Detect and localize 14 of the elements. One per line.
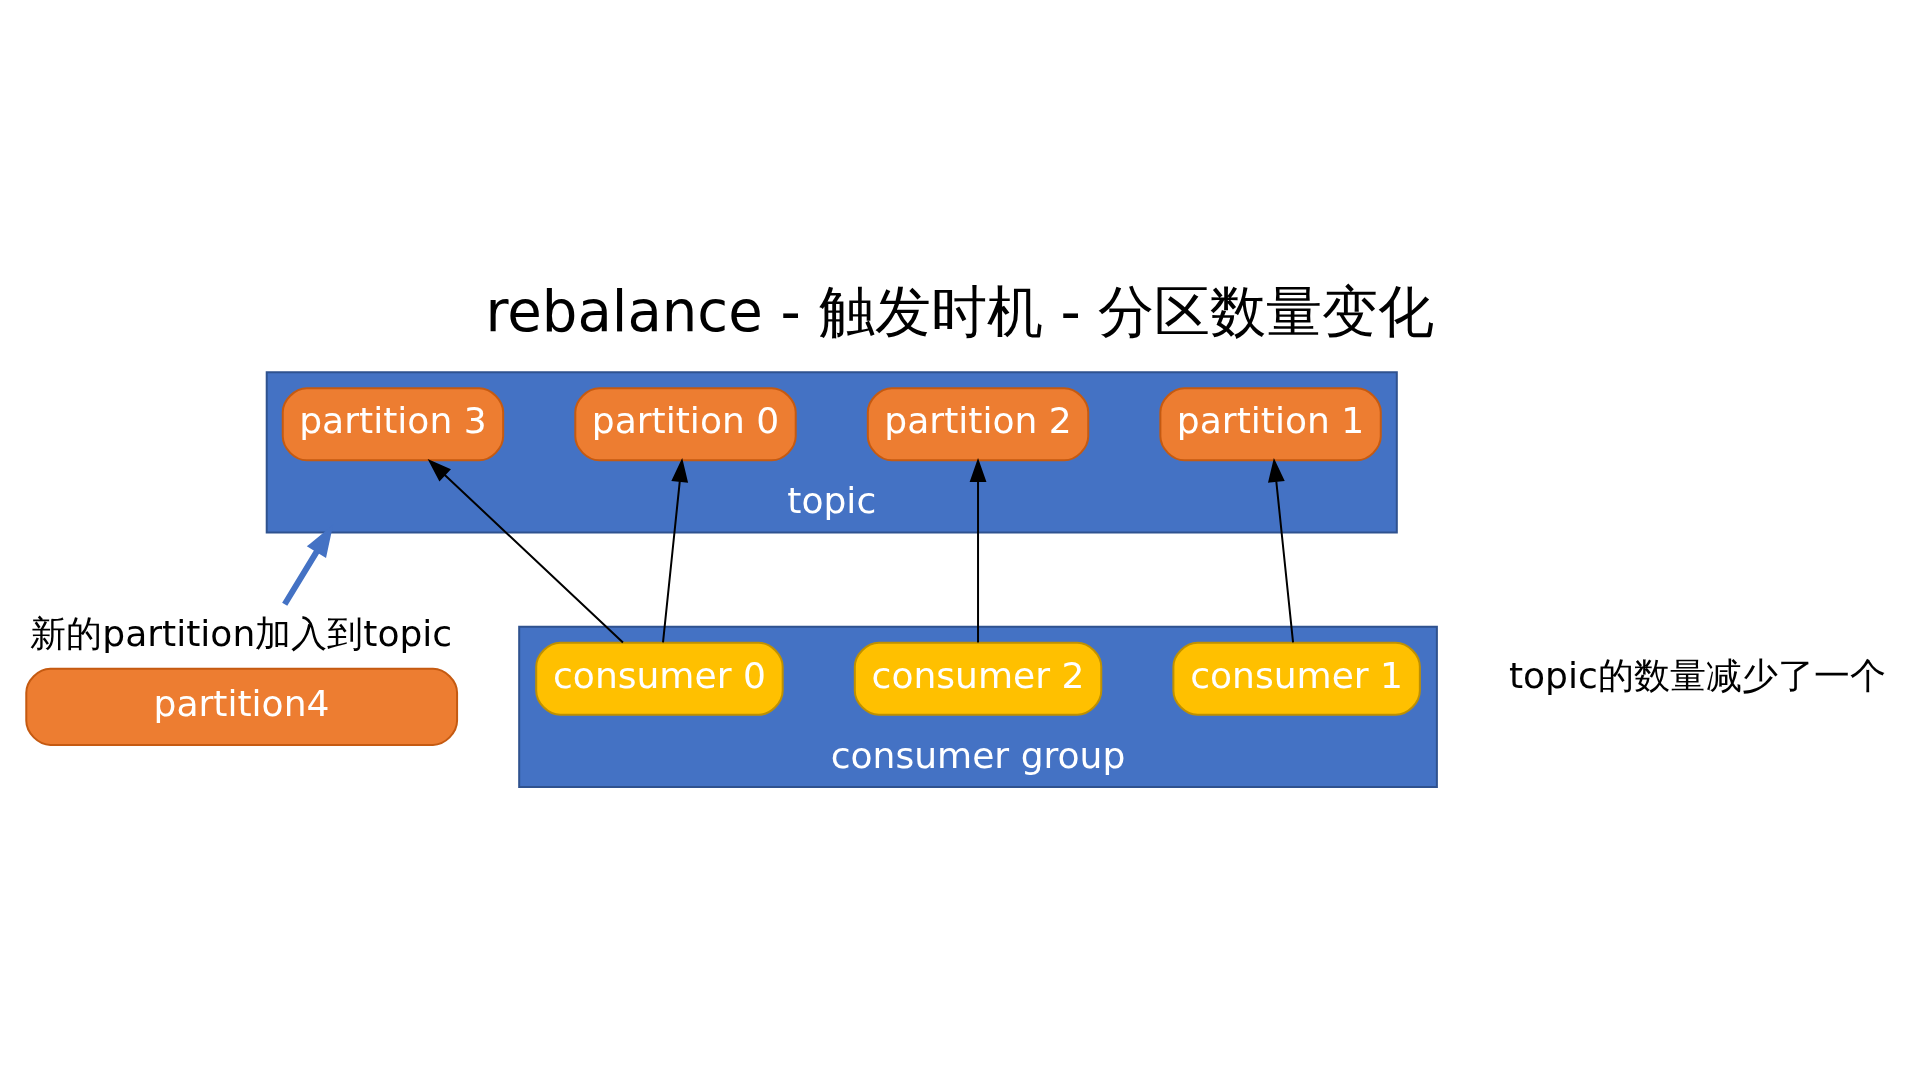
diagram-title: rebalance - 触发时机 - 分区数量变化 xyxy=(485,278,1435,344)
node-box: partition 2 xyxy=(866,386,1090,461)
arrow xyxy=(427,458,624,643)
arrow xyxy=(1267,457,1295,643)
node-box: partition 1 xyxy=(1159,386,1382,461)
arrow xyxy=(662,457,689,643)
label: topic的数量减少了一个 xyxy=(1508,654,1886,697)
node-box: partition 3 xyxy=(281,386,505,461)
arrow xyxy=(969,457,987,643)
node-box: consumer 0 xyxy=(535,641,784,716)
node-box: consumer 1 xyxy=(1172,641,1421,716)
node-label: 新的partition加入到topic xyxy=(30,611,453,654)
node-box: consumer 2 xyxy=(853,641,1103,716)
node-box: partition 0 xyxy=(574,386,797,461)
